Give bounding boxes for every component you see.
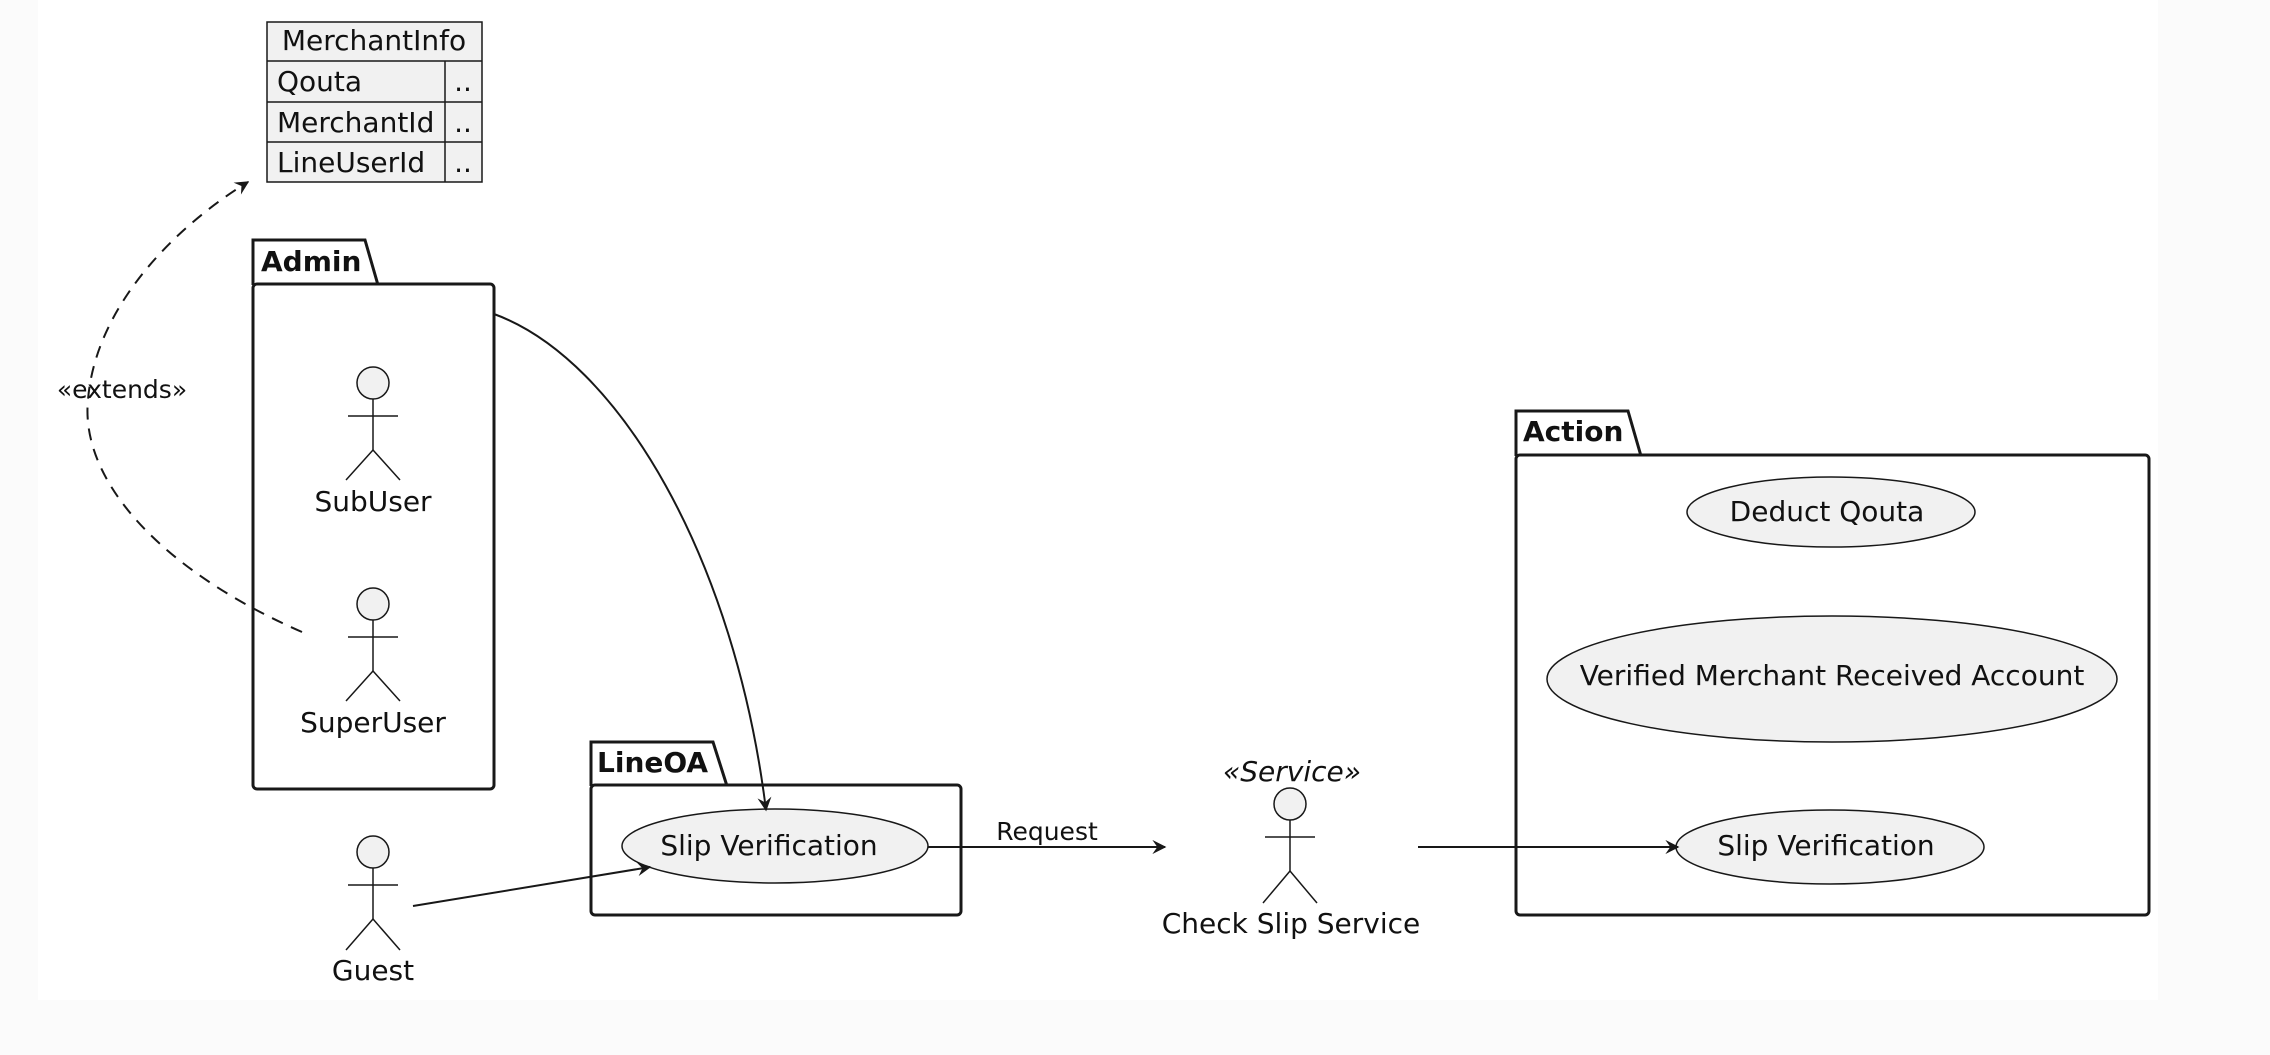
- verified-merchant-usecase[interactable]: Verified Merchant Received Account: [1546, 615, 2118, 743]
- action-package[interactable]: Action: [1514, 409, 2151, 917]
- guest-label: Guest: [332, 954, 414, 987]
- entity-row-value: ..: [454, 146, 472, 179]
- admin-package-title: Admin: [261, 245, 361, 278]
- subuser-actor[interactable]: SubUser: [314, 366, 432, 518]
- entity-row-name: LineUserId: [277, 146, 425, 179]
- action-slip-verification-usecase[interactable]: Slip Verification: [1675, 809, 1985, 885]
- lineoa-slip-verification-label: Slip Verification: [660, 829, 877, 862]
- entity-row-value: ..: [454, 106, 472, 139]
- entity-title: MerchantInfo: [282, 24, 466, 57]
- actor-stick-figure-icon: [345, 366, 401, 481]
- extends-label: «extends»: [57, 375, 187, 404]
- verified-merchant-label: Verified Merchant Received Account: [1580, 659, 2085, 692]
- entity-row-name: MerchantId: [277, 106, 434, 139]
- extends-relation: «extends»: [57, 181, 303, 633]
- merchantinfo-entity[interactable]: MerchantInfo Qouta .. MerchantId .. Line…: [266, 21, 483, 183]
- lineoa-package-title: LineOA: [597, 746, 708, 779]
- service-stereotype-label: «Service»: [1223, 755, 1361, 788]
- guest-to-slip-verification-arrow: [412, 862, 652, 907]
- entity-row-value: ..: [454, 65, 472, 98]
- actor-stick-figure-icon: [345, 587, 401, 702]
- lineoa-package[interactable]: LineOA: [589, 740, 963, 917]
- admin-package[interactable]: Admin: [251, 238, 496, 791]
- lineoa-slip-verification-usecase[interactable]: Slip Verification: [621, 808, 929, 884]
- actor-stick-figure-icon: [1262, 787, 1318, 904]
- check-slip-service-label: Check Slip Service: [1162, 907, 1421, 940]
- deduct-qouta-usecase[interactable]: Deduct Qouta: [1686, 476, 1976, 548]
- entity-row-name: Qouta: [277, 65, 362, 98]
- subuser-label: SubUser: [314, 485, 432, 518]
- actor-stick-figure-icon: [345, 835, 401, 951]
- superuser-actor[interactable]: SuperUser: [300, 587, 446, 739]
- action-package-title: Action: [1523, 415, 1623, 448]
- admin-to-slip-verification-arrow: [493, 313, 772, 812]
- guest-actor[interactable]: Guest: [332, 835, 414, 987]
- superuser-label: SuperUser: [300, 706, 446, 739]
- request-relation: Request: [928, 817, 1167, 854]
- request-label: Request: [996, 817, 1098, 846]
- deduct-qouta-label: Deduct Qouta: [1730, 495, 1925, 528]
- action-slip-verification-label: Slip Verification: [1717, 829, 1934, 862]
- check-slip-service-actor[interactable]: «Service» Check Slip Service: [1162, 755, 1421, 940]
